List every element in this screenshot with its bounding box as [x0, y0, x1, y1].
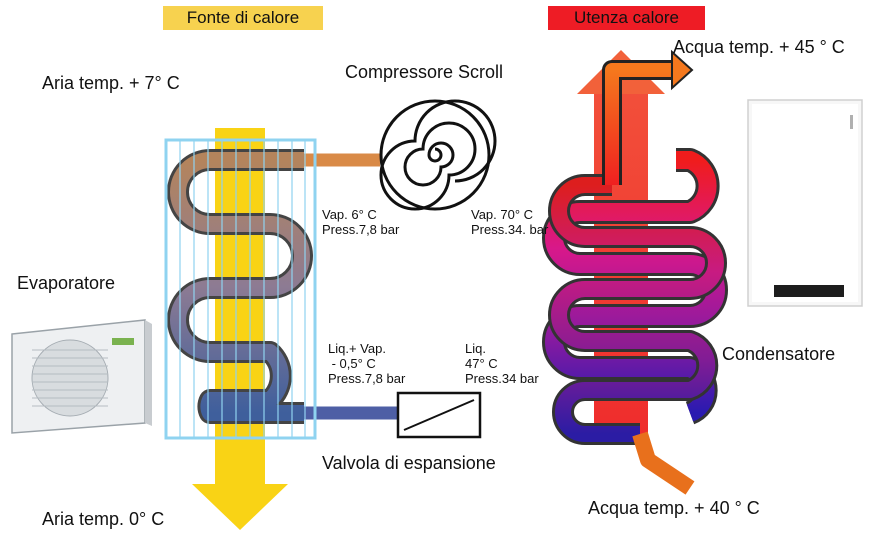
- water-outlet-pipe: [602, 49, 694, 185]
- compressor-outlet-state: Vap. 70° C Press.34. bar: [471, 207, 549, 237]
- outdoor-unit-image: [11, 319, 152, 434]
- compressor-label: Compressore Scroll: [345, 62, 504, 82]
- air-inlet-label: Aria temp. + 7° C: [42, 73, 180, 93]
- evaporator-fins: [164, 138, 317, 440]
- water-inlet-label: Acqua temp. + 40 ° C: [588, 498, 760, 518]
- expansion-valve-label: Valvola di espansione: [322, 453, 496, 473]
- compressor-scroll-icon: [379, 99, 497, 211]
- evaporator-outlet-state: Vap. 6° C Press.7,8 bar: [322, 207, 400, 237]
- heat-user-banner: Utenza calore: [548, 6, 705, 30]
- expansion-valve-icon: [396, 391, 482, 439]
- condenser-outlet-state: Liq. 47° C Press.34 bar: [465, 341, 539, 386]
- heat-source-banner: Fonte di calore: [163, 6, 323, 30]
- evaporator-label: Evaporatore: [17, 273, 116, 293]
- air-flow-arrow: [192, 128, 288, 530]
- indoor-unit-image: [747, 99, 863, 307]
- water-inlet-pipe: [632, 431, 695, 495]
- water-outlet-label: Acqua temp. + 45 ° C: [673, 37, 845, 57]
- condenser-label: Condensatore: [722, 344, 836, 364]
- valve-outlet-state: Liq.+ Vap. - 0,5° C Press.7,8 bar: [328, 341, 406, 386]
- air-outlet-label: Aria temp. 0° C: [42, 509, 165, 529]
